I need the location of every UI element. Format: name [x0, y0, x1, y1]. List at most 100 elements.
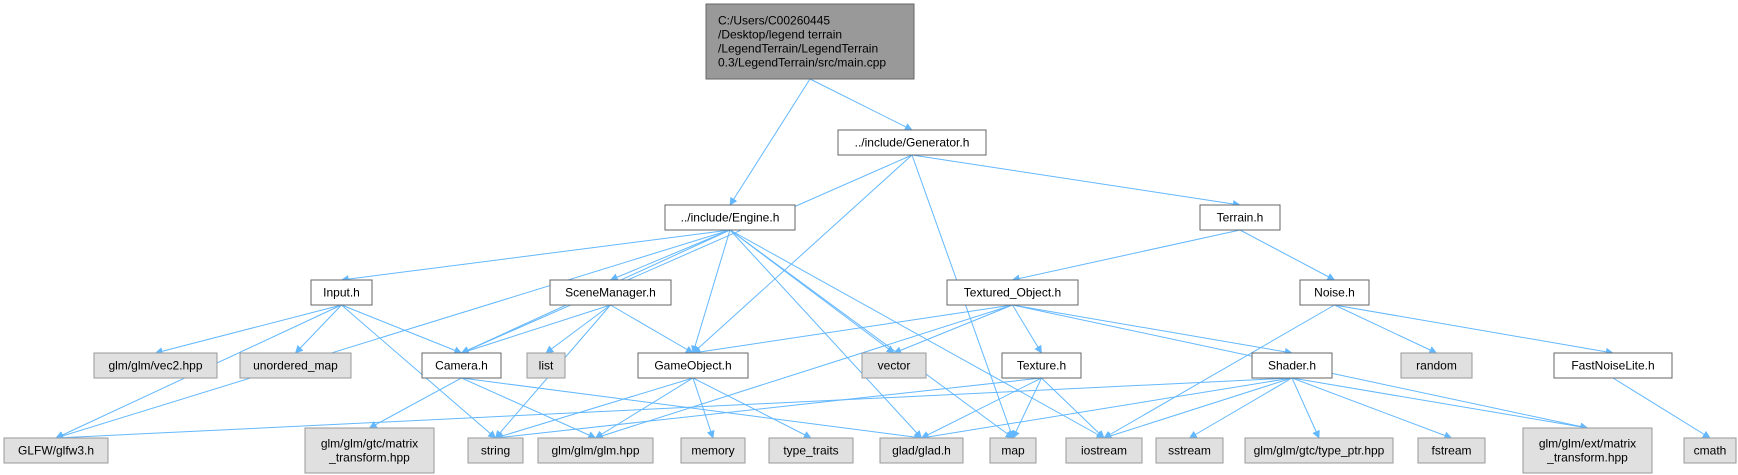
node-engine[interactable]: ../include/Engine.h — [664, 204, 796, 231]
edge-shader-to-type_ptr — [1291, 377, 1320, 439]
node-camera[interactable]: Camera.h — [421, 352, 502, 379]
node-map[interactable]: map — [989, 437, 1037, 464]
node-label: C:/Users/C00260445 — [718, 14, 830, 28]
edge-shader-to-glad — [920, 377, 1293, 441]
edge-gameobject-to-string — [494, 377, 694, 440]
node-label: cmath — [1694, 444, 1727, 458]
node-random[interactable]: random — [1400, 352, 1473, 379]
node-box — [304, 427, 435, 474]
node-scenemanager[interactable]: SceneManager.h — [549, 279, 672, 306]
edge-terrain-to-textured — [1011, 229, 1241, 283]
node-input[interactable]: Input.h — [310, 279, 373, 306]
edge-camera-to-glad — [461, 377, 923, 442]
node-box — [768, 437, 854, 464]
edge-noise-to-fastnoise — [1334, 304, 1614, 356]
node-label: glm/glm/glm.hpp — [551, 444, 639, 458]
node-label: /LegendTerrain/LegendTerrain — [718, 42, 878, 56]
node-box — [537, 437, 654, 464]
node-label: SceneManager.h — [565, 286, 656, 300]
node-glad[interactable]: glad/glad.h — [879, 437, 964, 464]
node-box — [93, 352, 218, 379]
edge-scenemanager-to-list — [545, 304, 611, 354]
node-box — [1001, 352, 1082, 379]
node-label: glm/glm/vec2.hpp — [108, 359, 202, 373]
node-box — [705, 3, 915, 80]
node-label: unordered_map — [253, 359, 338, 373]
node-shader[interactable]: Shader.h — [1251, 352, 1333, 379]
node-terrain[interactable]: Terrain.h — [1199, 204, 1281, 231]
node-box — [680, 437, 746, 464]
node-box — [549, 279, 672, 306]
edge-main-to-generator — [809, 78, 913, 131]
edge-texture-to-map — [1012, 377, 1042, 439]
node-label: type_traits — [783, 444, 838, 458]
edge-engine-to-scenemanager — [609, 229, 731, 281]
node-vector[interactable]: vector — [861, 352, 927, 379]
node-box — [946, 279, 1079, 306]
node-glfw3[interactable]: GLFW/glfw3.h — [3, 437, 109, 464]
node-gtc_matrix[interactable]: glm/glm/gtc/matrix_transform.hpp — [304, 427, 435, 474]
node-box — [310, 279, 373, 306]
node-sstream[interactable]: sstream — [1155, 437, 1224, 464]
node-ext_matrix[interactable]: glm/glm/ext/matrix_transform.hpp — [1522, 427, 1653, 474]
edge-engine-to-map — [729, 229, 1014, 439]
edge-generator-to-camera — [460, 154, 913, 354]
node-label: memory — [691, 444, 734, 458]
node-box — [1251, 352, 1333, 379]
node-vec2[interactable]: glm/glm/vec2.hpp — [93, 352, 218, 379]
node-iostream[interactable]: iostream — [1065, 437, 1143, 464]
node-label: /Desktop/legend terrain — [718, 28, 842, 42]
edge-shader-to-ext_matrix — [1291, 377, 1589, 431]
node-generator[interactable]: ../include/Generator.h — [837, 129, 987, 156]
node-box — [637, 352, 749, 379]
node-unordered_map[interactable]: unordered_map — [239, 352, 352, 379]
node-box — [421, 352, 502, 379]
edge-scenemanager-to-gameobject — [610, 304, 694, 354]
node-label: random — [1416, 359, 1457, 373]
node-noise[interactable]: Noise.h — [1299, 279, 1370, 306]
edge-input-to-vec2 — [154, 304, 342, 356]
node-gameobject[interactable]: GameObject.h — [637, 352, 749, 379]
node-box — [1199, 204, 1281, 231]
node-label: vector — [878, 359, 911, 373]
node-label: 0.3/LegendTerrain/src/main.cpp — [718, 56, 886, 70]
node-box — [1417, 437, 1486, 464]
node-box — [526, 352, 566, 379]
node-label: glm/glm/gtc/matrix — [321, 437, 418, 451]
node-textured[interactable]: Textured_Object.h — [946, 279, 1079, 306]
edge-gameobject-to-type_traits — [692, 377, 812, 439]
node-type_ptr[interactable]: glm/glm/gtc/type_ptr.hpp — [1244, 437, 1394, 464]
node-texture[interactable]: Texture.h — [1001, 352, 1082, 379]
node-label: ../include/Engine.h — [681, 211, 780, 225]
node-type_traits[interactable]: type_traits — [768, 437, 854, 464]
node-box — [239, 352, 352, 379]
edge-main-to-engine — [729, 78, 811, 206]
node-box — [1553, 352, 1673, 379]
node-memory[interactable]: memory — [680, 437, 746, 464]
node-label: glad/glad.h — [892, 444, 951, 458]
node-fastnoise[interactable]: FastNoiseLite.h — [1553, 352, 1673, 379]
node-label: Texture.h — [1017, 359, 1066, 373]
node-list[interactable]: list — [526, 352, 566, 379]
node-fstream[interactable]: fstream — [1417, 437, 1486, 464]
node-box — [837, 129, 987, 156]
edge-shader-to-sstream — [1188, 377, 1293, 439]
node-box — [1683, 437, 1737, 464]
edge-terrain-to-noise — [1239, 229, 1336, 281]
edge-scenemanager-to-camera — [460, 304, 611, 355]
edge-textured-to-texture — [1012, 304, 1042, 354]
node-box — [1522, 427, 1653, 474]
node-main[interactable]: C:/Users/C00260445/Desktop/legend terrai… — [705, 3, 915, 80]
edges — [55, 78, 1711, 442]
node-box — [467, 437, 524, 464]
node-string[interactable]: string — [467, 437, 524, 464]
node-glm_hpp[interactable]: glm/glm/glm.hpp — [537, 437, 654, 464]
edge-engine-to-input — [340, 229, 731, 284]
node-label: Shader.h — [1268, 359, 1316, 373]
node-label: string — [481, 444, 510, 458]
edge-shader-to-glfw3 — [55, 377, 1293, 442]
edge-gameobject-to-memory — [692, 377, 715, 439]
edge-textured-to-shader — [1012, 304, 1293, 356]
node-cmath[interactable]: cmath — [1683, 437, 1737, 464]
